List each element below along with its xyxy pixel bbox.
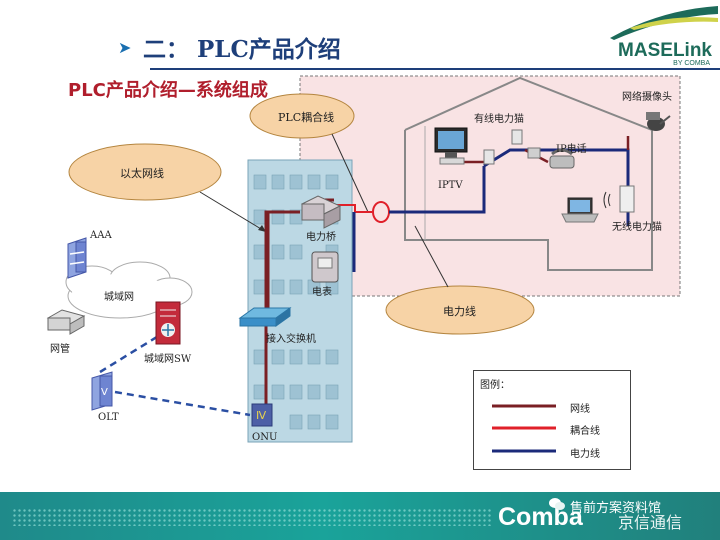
- oval-plc-coupling-label: PLC耦合线: [278, 111, 335, 124]
- power-bridge-label: 电力桥: [306, 232, 336, 243]
- meter-device: [311, 251, 339, 283]
- maselink-logo-swoosh-icon: [610, 6, 718, 40]
- legend-title: 图例：: [480, 380, 510, 391]
- footer-brand-cn: 京信通信: [618, 513, 683, 532]
- metro-sw-label: 城域网SW: [144, 354, 192, 365]
- wired-modem-device: [483, 129, 523, 165]
- metro-net-label: 城域网: [104, 292, 134, 303]
- title-underline: [150, 68, 720, 70]
- access-switch-device: [238, 307, 292, 327]
- page-title: 二： PLC产品介绍: [143, 36, 341, 63]
- oval-ethernet-label: 以太网线: [120, 167, 164, 180]
- oval-power-line-label: 电力线: [443, 305, 476, 318]
- access-switch-label: 接入交换机: [266, 334, 316, 345]
- nms-label: 网管: [50, 344, 70, 355]
- wireless-modem-device: [603, 185, 635, 213]
- house-roof: [404, 76, 653, 131]
- net-camera-label: 网络摄像头: [622, 92, 672, 103]
- logo-tagline: BY COMBA: [673, 60, 710, 67]
- legend-label-ethernet: 网线: [570, 404, 590, 415]
- wireless-modem-label: 无线电力猫: [612, 222, 662, 233]
- meter-label: 电表: [312, 287, 332, 298]
- plc-system-diagram: Ⅳ V: [46, 75, 681, 443]
- legend-box: [473, 370, 631, 470]
- laptop-device: [561, 197, 599, 223]
- legend-swatches: [492, 404, 556, 453]
- power-bridge-device: [300, 195, 342, 229]
- house-walls: [404, 130, 653, 271]
- slide-subtitle: PLC产品介绍—系统组成: [68, 80, 268, 101]
- legend-label-power: 电力线: [570, 449, 600, 460]
- iptv-label: IPTV: [438, 180, 463, 191]
- footer-dot-pattern: [12, 508, 492, 526]
- power-lines: [352, 148, 630, 272]
- oval-plc-coupling: [249, 93, 355, 139]
- footer-brand: Comba: [498, 503, 583, 531]
- logo-text: MASELink: [618, 40, 712, 61]
- legend-label-coupling: 耦合线: [570, 426, 600, 437]
- metro-switch-device: [155, 301, 181, 345]
- aaa-label: AAA: [90, 230, 112, 241]
- net-camera-device: [646, 112, 671, 131]
- wechat-icon: [549, 498, 565, 510]
- svg-text:Ⅳ: Ⅳ: [256, 409, 267, 422]
- olt-label: OLT: [98, 412, 119, 423]
- bullet-arrow-icon: ➤: [118, 38, 132, 57]
- ip-phone-device: [527, 147, 575, 169]
- svg-text:V: V: [101, 387, 108, 398]
- aaa-device: [67, 237, 87, 279]
- iptv-device: [434, 127, 468, 165]
- ip-phone-label: IP电话: [556, 144, 587, 155]
- watermark-text: 售前方案资料馆: [570, 501, 662, 516]
- building: [247, 159, 353, 443]
- onu-label: ONU: [252, 432, 278, 443]
- oval-ethernet: [68, 143, 222, 201]
- wired-modem-label: 有线电力猫: [474, 114, 524, 125]
- olt-device: V: [91, 371, 113, 411]
- fiber-lines: [99, 333, 251, 417]
- oval-power-line: [385, 285, 535, 335]
- nms-device: [46, 309, 86, 335]
- onu-device: Ⅳ: [251, 403, 273, 427]
